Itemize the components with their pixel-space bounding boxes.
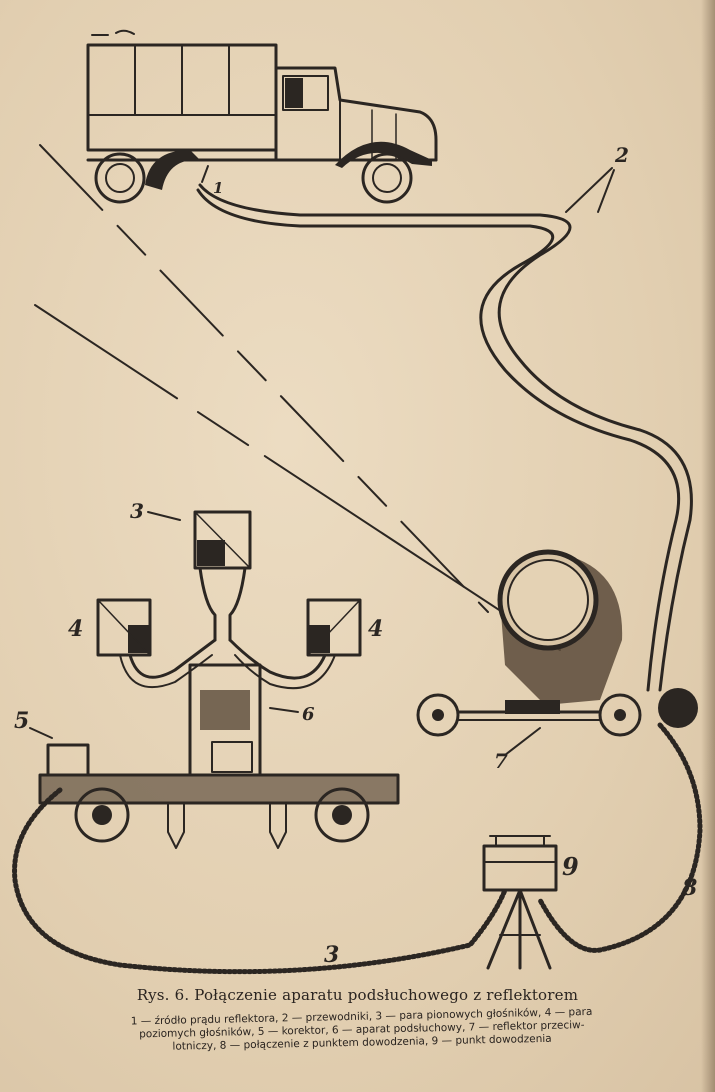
callout-labels: 1 2 3 4 4 5 6 7 8 9 3 <box>14 143 697 968</box>
page-edge-shadow <box>701 0 715 1092</box>
conductors <box>196 165 693 692</box>
label-7: 7 <box>494 749 508 773</box>
label-3-cable: 3 <box>324 942 339 968</box>
listening-apparatus <box>29 510 400 849</box>
command-cable <box>12 722 703 975</box>
power-truck <box>86 29 438 204</box>
diagram: 1 2 3 4 4 5 6 7 8 9 3 <box>12 29 703 975</box>
label-9: 9 <box>562 852 579 881</box>
direction-lines <box>34 144 561 651</box>
label-8: 8 <box>681 875 697 901</box>
label-5: 5 <box>14 708 29 734</box>
label-4-left: 4 <box>68 616 83 642</box>
label-2: 2 <box>614 143 629 167</box>
label-6: 6 <box>302 704 315 725</box>
label-4-right: 4 <box>368 616 383 642</box>
figure-caption: Rys. 6. Połączenie aparatu podsłuchowego… <box>136 986 579 1004</box>
label-1: 1 <box>213 179 223 197</box>
label-3: 3 <box>130 499 144 523</box>
searchlight <box>416 549 698 756</box>
command-post <box>482 835 558 970</box>
